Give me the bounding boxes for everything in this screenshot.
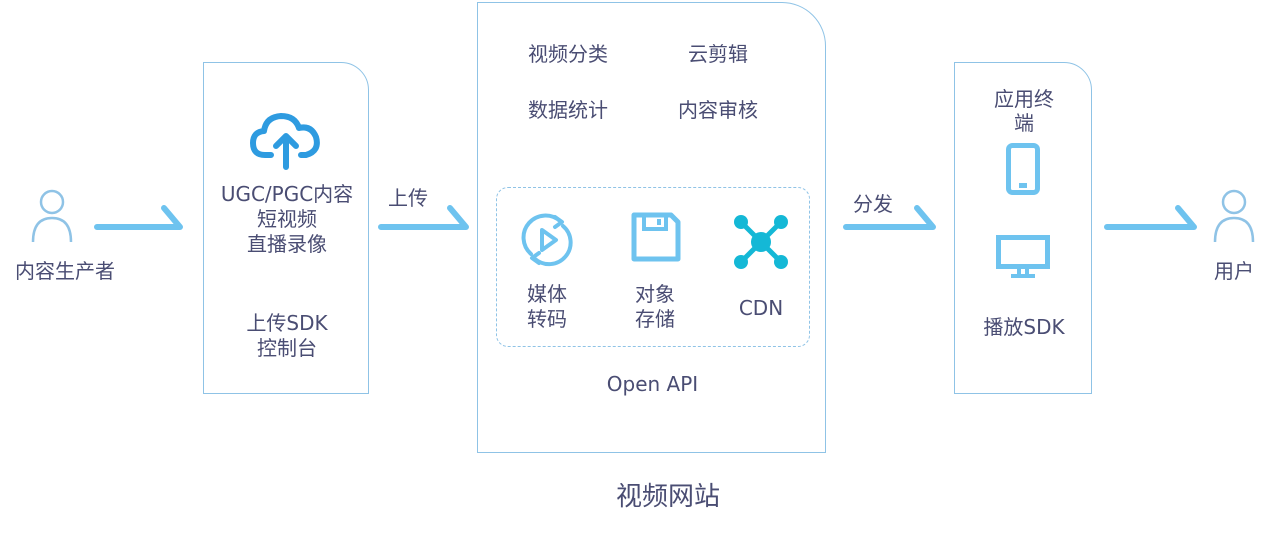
service-cdn-label: CDN	[738, 296, 784, 320]
arrow-producer-to-upload	[94, 200, 186, 232]
feature-cloud-editing: 云剪辑	[688, 42, 748, 66]
service-media-line-1: 媒体	[527, 282, 567, 306]
feature-data-statistics: 数据统计	[528, 98, 608, 122]
service-media-line-2: 转码	[527, 307, 567, 331]
mobile-phone-icon	[1006, 143, 1040, 195]
upload-arrow-label: 上传	[388, 186, 428, 210]
distribute-arrow-label: 分发	[853, 192, 893, 216]
upload-line-1: UGC/PGC内容	[220, 182, 354, 206]
arrow-terminal-to-user	[1104, 200, 1200, 232]
cloud-services-group: 媒体 转码 对象 存储 CDN	[496, 187, 810, 347]
cloud-upload-icon	[250, 111, 321, 170]
terminal-title-line-1: 应用终	[994, 87, 1054, 111]
media-transcode-icon	[519, 212, 575, 268]
upload-console-line-2: 控制台	[257, 336, 317, 360]
terminal-title-line-2: 端	[1014, 111, 1034, 135]
arrow-upload	[378, 200, 472, 232]
arrow-distribute	[843, 200, 939, 232]
upload-console-line-1: 上传SDK	[246, 311, 328, 335]
producer-label: 内容生产者	[15, 259, 115, 283]
play-sdk-label: 播放SDK	[983, 315, 1065, 339]
object-storage-icon	[629, 210, 683, 264]
feature-content-review: 内容审核	[678, 98, 758, 122]
upload-line-3: 直播录像	[247, 232, 327, 256]
desktop-monitor-icon	[996, 235, 1050, 279]
upload-box: UGC/PGC内容 短视频 直播录像 上传SDK 控制台	[203, 62, 369, 394]
service-storage-line-1: 对象	[635, 282, 675, 306]
cdn-network-icon	[733, 214, 789, 270]
video-site-caption: 视频网站	[615, 482, 720, 512]
service-storage-line-2: 存储	[635, 307, 675, 331]
upload-line-2: 短视频	[257, 207, 317, 231]
terminal-box: 应用终 端 播放SDK	[954, 62, 1092, 394]
user-label: 用户	[1214, 259, 1254, 283]
video-site-box: 视频分类 云剪辑 数据统计 内容审核 媒体 转码 对象 存储	[477, 2, 826, 453]
feature-video-classification: 视频分类	[528, 42, 608, 66]
open-api-label: Open API	[606, 372, 699, 396]
producer-icon	[28, 186, 76, 244]
user-icon	[1210, 186, 1258, 244]
